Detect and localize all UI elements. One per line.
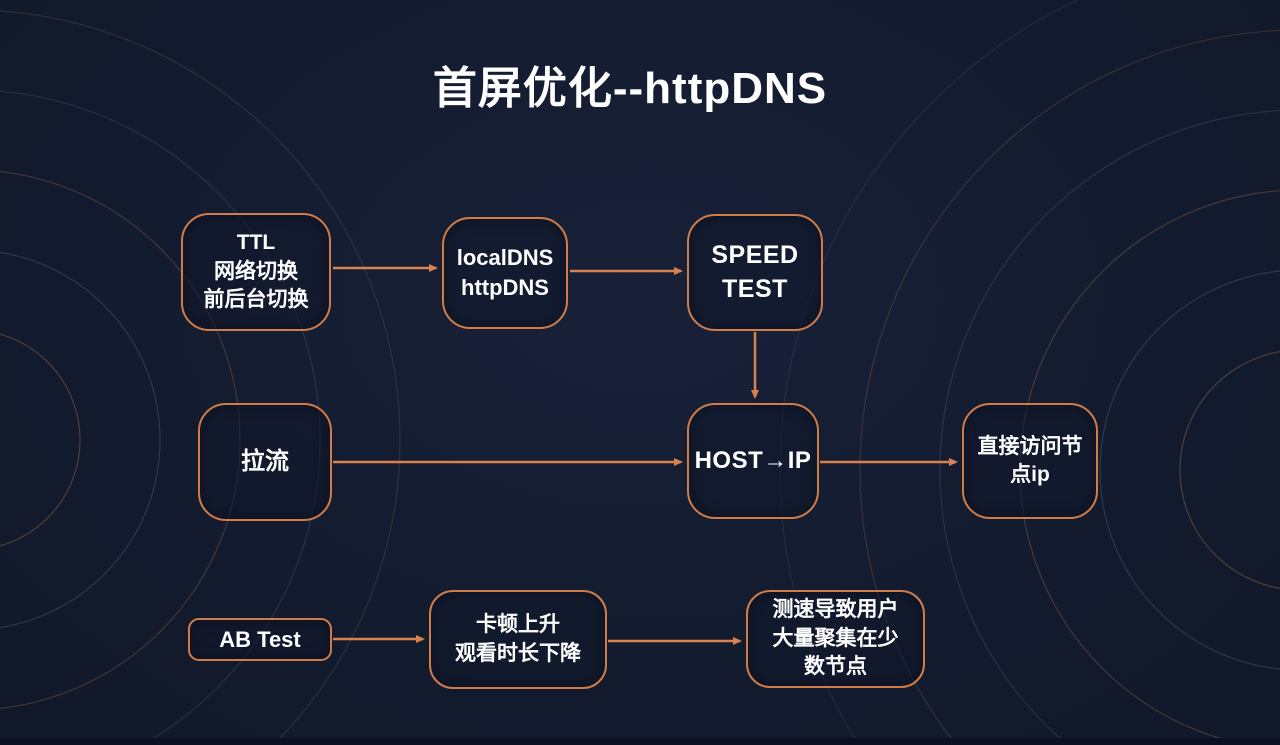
flow-node-host-to-ip: HOST→IP <box>687 403 819 519</box>
flow-node-host-to-ip-label: HOST→IP <box>694 446 812 474</box>
flow-node-speedtest-label: SPEED TEST <box>711 240 799 303</box>
flow-node-lag-increase: 卡顿上升 观看时长下降 <box>429 590 607 689</box>
flow-node-localdns: localDNS httpDNS <box>442 217 568 329</box>
page-title: 首屏优化--httpDNS <box>432 64 828 113</box>
flow-node-localdns-label: localDNS httpDNS <box>456 245 554 300</box>
flow-node-ab-test: AB Test <box>188 618 332 661</box>
flow-node-pull-stream: 拉流 <box>198 403 332 521</box>
flow-node-direct-access-node-ip-label: 直接访问节 点ip <box>977 434 1083 486</box>
flow-node-ttl-label: TTL 网络切换 前后台切换 <box>203 231 309 312</box>
flow-node-speedtest-cluster-issue: 测速导致用户 大量聚集在少 数节点 <box>746 590 925 688</box>
flow-node-speedtest: SPEED TEST <box>687 214 823 331</box>
flow-node-direct-access-node-ip: 直接访问节 点ip <box>962 403 1098 519</box>
flow-node-ab-test-label: AB Test <box>219 626 301 652</box>
flow-node-lag-increase-label: 卡顿上升 观看时长下降 <box>455 613 581 665</box>
flow-node-pull-stream-label: 拉流 <box>241 447 289 475</box>
bottom-edge-strip <box>0 738 1280 745</box>
flow-node-ttl: TTL 网络切换 前后台切换 <box>181 213 331 331</box>
flow-node-speedtest-cluster-issue-label: 测速导致用户 大量聚集在少 数节点 <box>772 598 899 679</box>
